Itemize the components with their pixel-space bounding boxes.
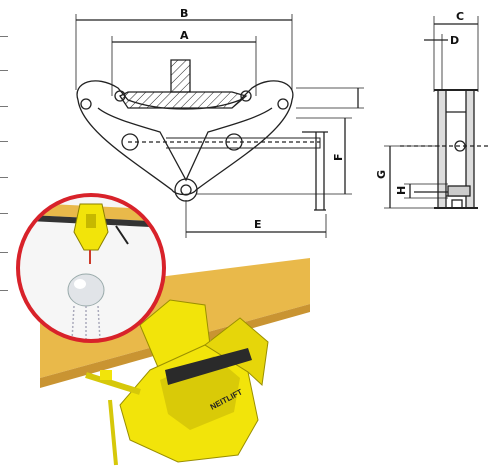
ruler-tick	[0, 252, 8, 253]
ruler-tick	[0, 106, 8, 107]
dimension-label-a: A	[180, 29, 189, 42]
dimension-label-f: F	[332, 153, 345, 161]
ruler-tick	[0, 177, 8, 178]
ruler-tick	[0, 36, 8, 37]
dimension-label-c: C	[456, 10, 464, 23]
hoist-inset	[16, 193, 166, 343]
dimension-label-d: D	[450, 34, 459, 47]
dimension-label-e: E	[254, 218, 262, 231]
ruler-tick	[0, 141, 8, 142]
ruler-tick	[0, 290, 8, 291]
dimension-label-g: G	[375, 170, 388, 179]
dimension-label-h: H	[395, 186, 408, 195]
ruler-tick	[0, 213, 8, 214]
front-view-drawing	[75, 14, 364, 238]
side-view-drawing	[384, 16, 490, 209]
dimension-label-b: B	[180, 7, 188, 20]
ruler-tick	[0, 70, 8, 71]
